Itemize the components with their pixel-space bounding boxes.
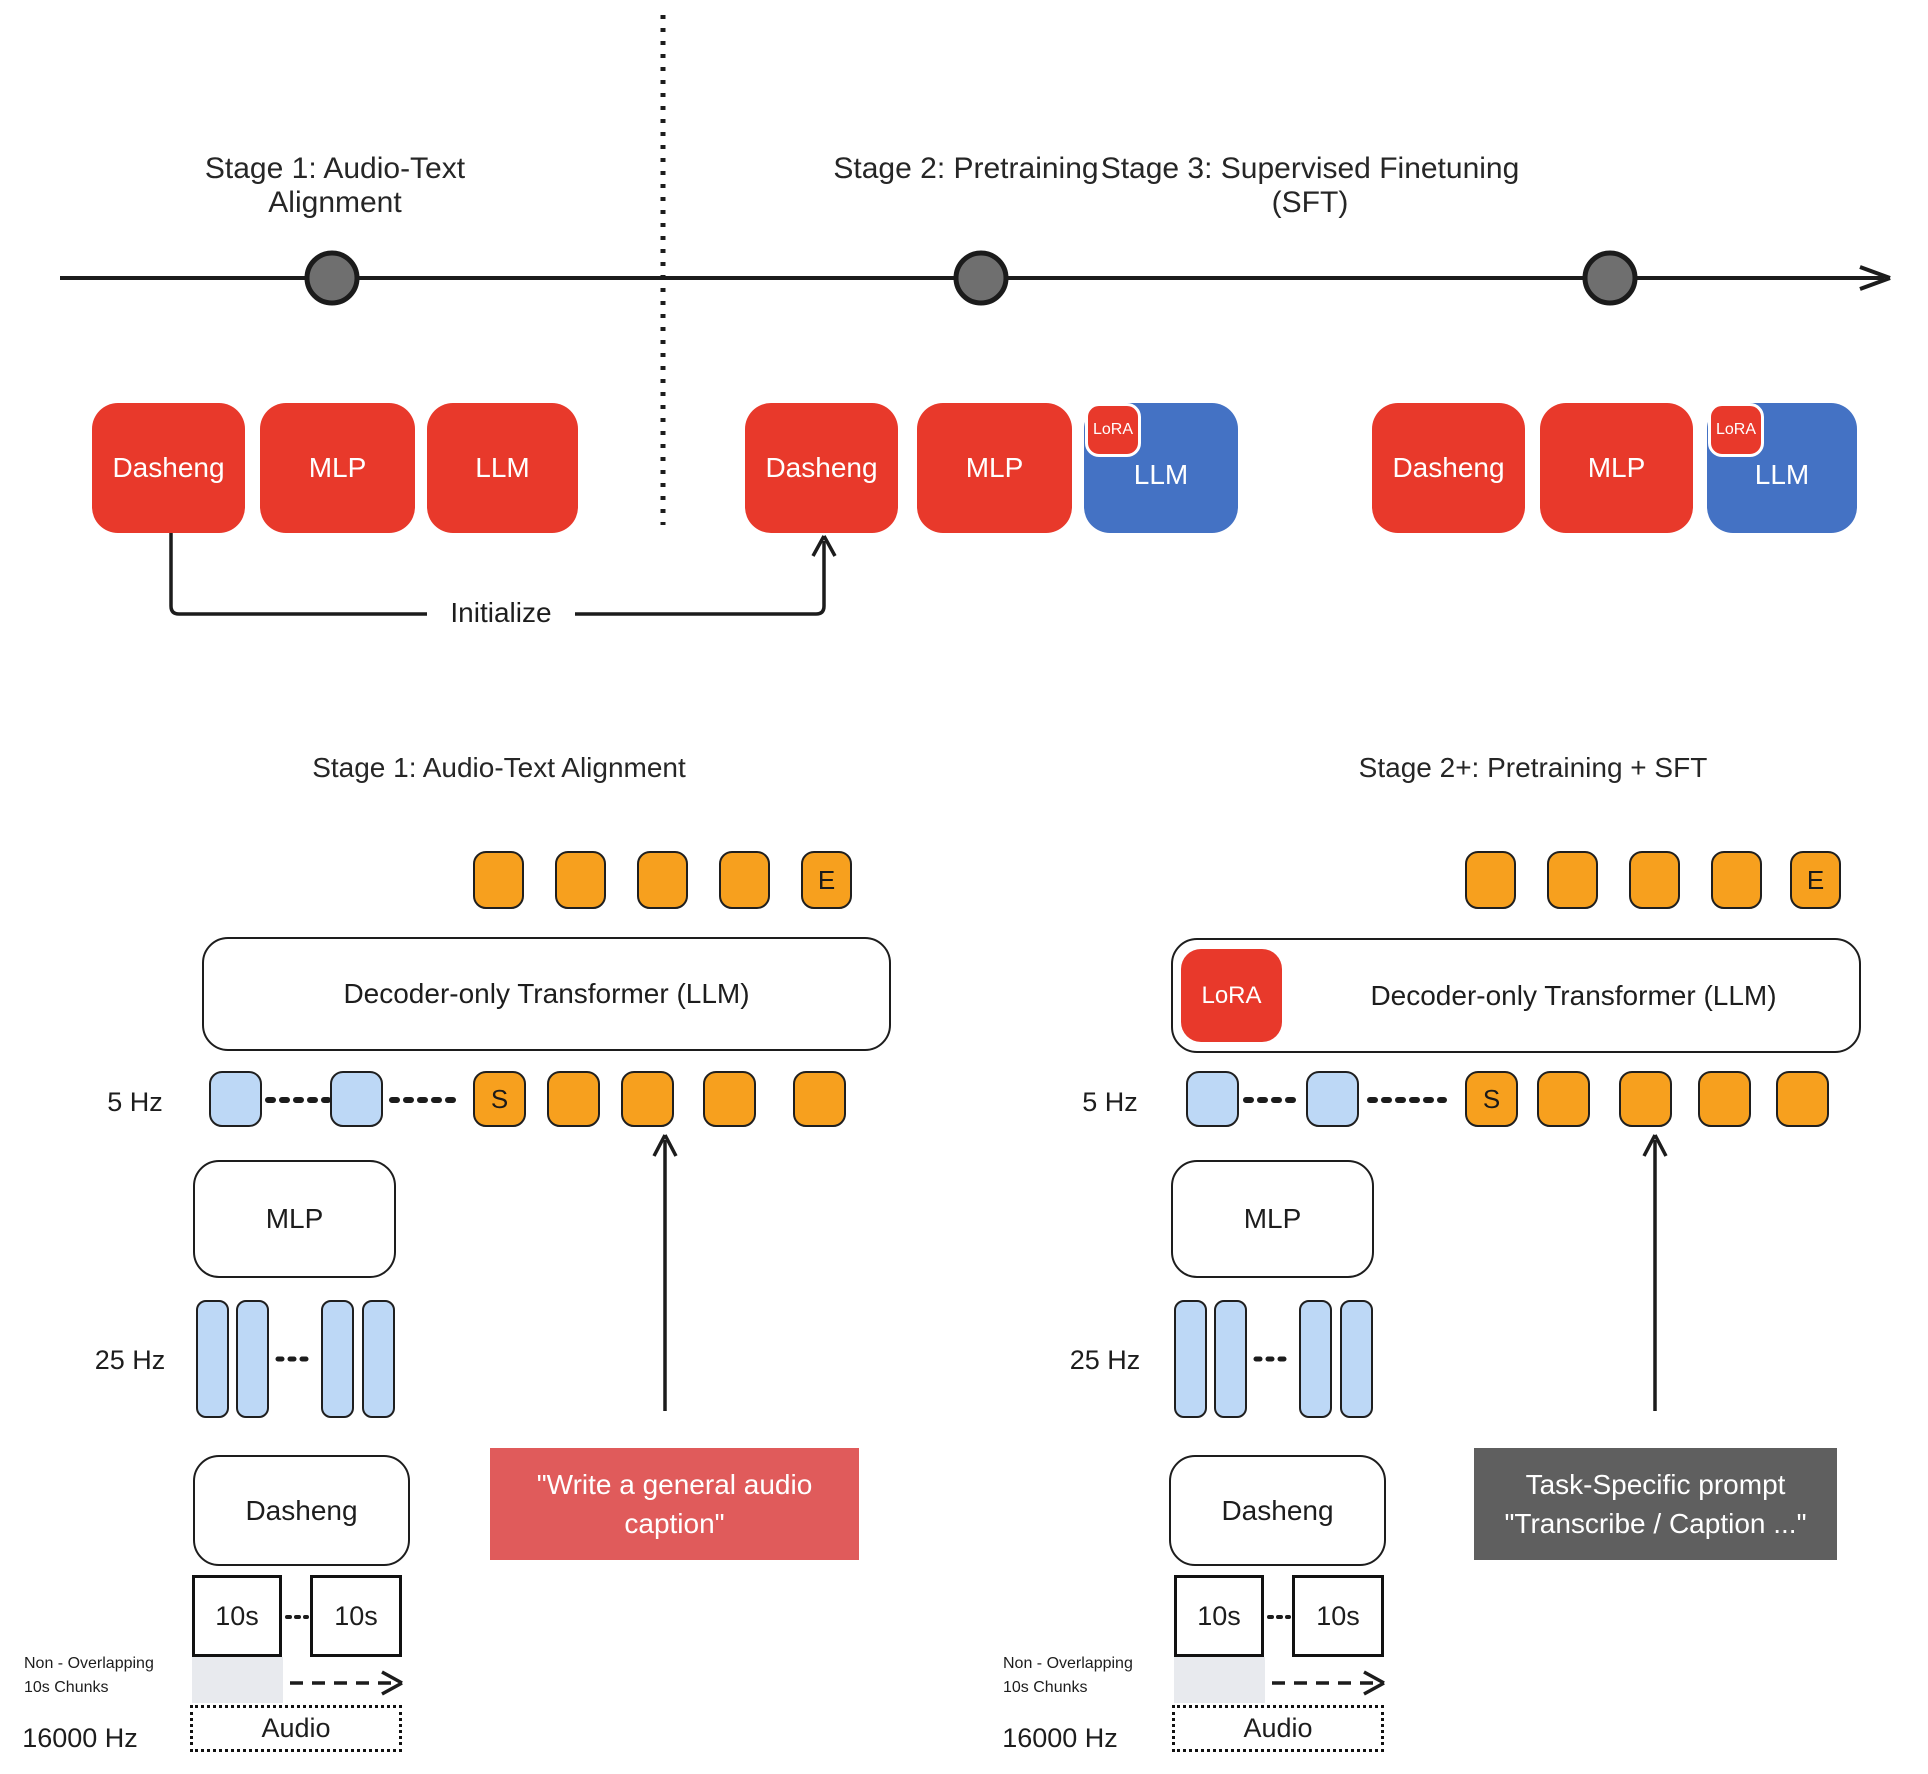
left-note-line2: 10s Chunks <box>24 1679 109 1696</box>
stage1-dasheng-box: Dasheng <box>92 403 245 533</box>
stage2-mlp-box: MLP <box>917 403 1072 533</box>
right-text-token-3 <box>1698 1071 1751 1127</box>
stage3-title: Stage 3: Supervised Finetuning (SFT) <box>1100 152 1520 219</box>
right-prompt-arrowhead-icon <box>1642 1134 1668 1157</box>
stage2-dasheng-box: Dasheng <box>745 403 898 533</box>
left-prompt-line1: "Write a general audio <box>536 1468 813 1500</box>
timeline-arrowhead-icon <box>1859 265 1891 291</box>
stage1-title: Stage 1: Audio-Text Alignment <box>204 152 466 219</box>
left-prompt-arrowhead-icon <box>652 1134 678 1157</box>
right-feature-bar-4 <box>1340 1300 1373 1418</box>
right-audio-box: Audio <box>1172 1705 1384 1752</box>
stage3-mlp-box: MLP <box>1540 403 1693 533</box>
stage2-title: Stage 2: Pretraining <box>833 152 1099 185</box>
right-note-line1: Non - Overlapping <box>1003 1655 1133 1672</box>
left-audio-token-2 <box>330 1071 383 1127</box>
right-audio-token-2 <box>1306 1071 1359 1127</box>
left-text-token-2 <box>621 1071 674 1127</box>
right-dasheng-box: Dasheng <box>1169 1455 1386 1566</box>
left-chunk-box-2: 10s <box>310 1575 402 1657</box>
right-16000hz-label: 16000 Hz <box>1002 1723 1118 1753</box>
right-decoder-lora-badge: LoRA <box>1181 949 1282 1042</box>
stage2-llm-box: LoRA LLM <box>1084 403 1238 533</box>
initialize-label: Initialize <box>427 597 575 629</box>
left-text-token-4 <box>793 1071 846 1127</box>
left-25hz-label: 25 Hz <box>94 1345 166 1375</box>
milestone-circle-stage3 <box>1582 250 1638 306</box>
left-16000hz-label: 16000 Hz <box>22 1723 138 1753</box>
left-audio-box: Audio <box>190 1705 402 1752</box>
right-chunk-shadow <box>1174 1657 1265 1703</box>
stage1-llm-box: LLM <box>427 403 578 533</box>
left-chunk-shadow <box>192 1657 283 1703</box>
initialize-arrowhead-icon <box>811 535 837 557</box>
stage3-llm-label: LLM <box>1754 459 1810 490</box>
right-feature-bar-3 <box>1299 1300 1332 1418</box>
right-decoder-box: Decoder-only Transformer (LLM) <box>1171 938 1861 1053</box>
right-text-token-4 <box>1776 1071 1829 1127</box>
left-text-token-1 <box>547 1071 600 1127</box>
left-5hz-label: 5 Hz <box>107 1087 163 1117</box>
left-output-token-2 <box>555 851 606 909</box>
right-audio-token-1 <box>1186 1071 1239 1127</box>
left-output-token-4 <box>719 851 770 909</box>
right-output-token-2 <box>1547 851 1598 909</box>
right-text-token-2 <box>1619 1071 1672 1127</box>
right-prompt-box: Task-Specific prompt "Transcribe / Capti… <box>1474 1448 1837 1560</box>
right-feature-bar-1 <box>1174 1300 1207 1418</box>
right-output-token-3 <box>1629 851 1680 909</box>
right-chunk-box-2: 10s <box>1292 1575 1384 1657</box>
left-audio-token-1 <box>209 1071 262 1127</box>
right-output-token-1 <box>1465 851 1516 909</box>
left-prompt-box: "Write a general audio caption" <box>490 1448 859 1560</box>
milestone-circle-stage2 <box>953 250 1009 306</box>
right-chunk-box-1: 10s <box>1174 1575 1264 1657</box>
left-chunk-box-1: 10s <box>192 1575 282 1657</box>
left-chunk-slide-arrowhead-icon <box>381 1670 403 1696</box>
right-25hz-label: 25 Hz <box>1069 1345 1141 1375</box>
left-feature-bar-4 <box>362 1300 395 1418</box>
right-chunk-slide-arrowhead-icon <box>1363 1670 1385 1696</box>
left-start-token: S <box>473 1071 526 1127</box>
left-mlp-box: MLP <box>193 1160 396 1278</box>
left-decoder-box: Decoder-only Transformer (LLM) <box>202 937 891 1051</box>
right-diagram-title: Stage 2+: Pretraining + SFT <box>1358 752 1708 783</box>
left-feature-bar-3 <box>321 1300 354 1418</box>
stage3-lora-badge: LoRA <box>1708 403 1764 457</box>
right-prompt-line2: "Transcribe / Caption ..." <box>1504 1508 1807 1539</box>
stage2-llm-label: LLM <box>1133 459 1189 490</box>
milestone-circle-stage1 <box>304 250 360 306</box>
left-end-token: E <box>801 851 852 909</box>
right-prompt-line1: Task-Specific prompt <box>1525 1468 1786 1500</box>
left-prompt-line2: caption" <box>624 1508 725 1539</box>
left-dasheng-box: Dasheng <box>193 1455 410 1566</box>
left-output-token-3 <box>637 851 688 909</box>
right-note-line2: 10s Chunks <box>1003 1679 1088 1696</box>
right-mlp-box: MLP <box>1171 1160 1374 1278</box>
right-feature-bar-2 <box>1214 1300 1247 1418</box>
left-feature-bar-2 <box>236 1300 269 1418</box>
right-text-token-1 <box>1537 1071 1590 1127</box>
right-output-token-4 <box>1711 851 1762 909</box>
left-output-token-1 <box>473 851 524 909</box>
stage2-lora-badge: LoRA <box>1085 403 1141 457</box>
left-text-token-3 <box>703 1071 756 1127</box>
left-feature-bar-1 <box>196 1300 229 1418</box>
stage3-dasheng-box: Dasheng <box>1372 403 1525 533</box>
stage1-mlp-box: MLP <box>260 403 415 533</box>
right-end-token: E <box>1790 851 1841 909</box>
right-start-token: S <box>1465 1071 1518 1127</box>
right-5hz-label: 5 Hz <box>1082 1087 1138 1117</box>
left-note-line1: Non - Overlapping <box>24 1655 154 1672</box>
stage3-llm-box: LoRA LLM <box>1707 403 1857 533</box>
left-diagram-title: Stage 1: Audio-Text Alignment <box>312 752 686 783</box>
